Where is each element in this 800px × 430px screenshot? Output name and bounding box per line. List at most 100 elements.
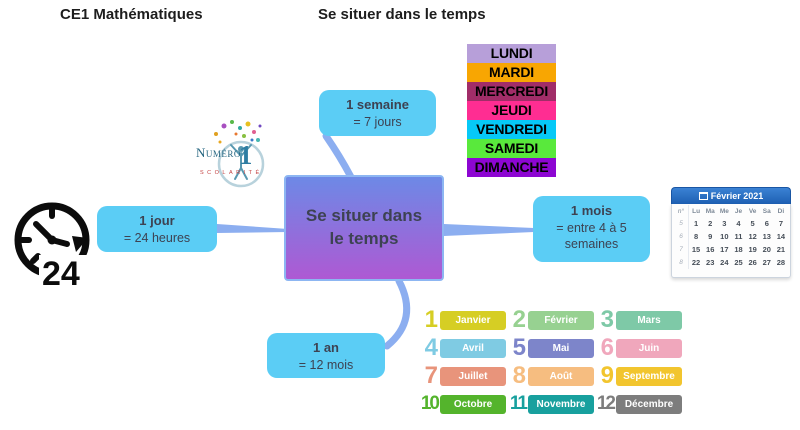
calendar-day: 24 xyxy=(720,258,729,267)
week-number: 7 xyxy=(674,243,689,256)
logo-subtitle: SCOLARITÉ xyxy=(200,170,263,176)
calendar-col-weeknum: n° xyxy=(674,205,689,217)
calendar-day: 17 xyxy=(720,245,729,254)
calendar-day: 8 xyxy=(693,232,699,241)
month-number: 10 xyxy=(420,393,440,414)
month-number: 1 xyxy=(424,306,438,333)
clock-24-label: 24 xyxy=(42,255,80,288)
week-number: 6 xyxy=(674,230,689,243)
week-number: 8 xyxy=(674,256,689,269)
numero1-logo: Numéro1 SCOLARITÉ xyxy=(196,116,288,194)
branch-an: 1 an = 12 mois xyxy=(267,333,385,378)
calendar-day: 27 xyxy=(762,258,771,267)
weekday-dimanche: DIMANCHE xyxy=(467,158,556,177)
calendar-day: 11 xyxy=(734,232,743,241)
calendar-day: 12 xyxy=(748,232,757,241)
month-number: 6 xyxy=(600,334,614,361)
month-label: Avril xyxy=(440,338,506,358)
course-heading: CE1 Mathématiques xyxy=(60,6,203,23)
connector-an xyxy=(383,277,411,350)
month-number: 12 xyxy=(596,393,616,414)
logo-name: Numéro xyxy=(196,145,241,160)
branch-jour-value: = 24 heures xyxy=(123,231,191,245)
calendar-day: 23 xyxy=(706,258,715,267)
central-topic: Se situer dans le temps xyxy=(284,175,444,281)
calendar-col-lu: Lu xyxy=(692,208,701,215)
connector-jour xyxy=(217,224,288,233)
calendar-day: 1 xyxy=(693,219,699,228)
branch-semaine: 1 semaine = 7 jours xyxy=(319,90,436,136)
branch-mois: 1 mois = entre 4 à 5 semaines xyxy=(533,196,650,262)
calendar-day: 13 xyxy=(762,232,771,241)
calendar-day: 15 xyxy=(691,245,701,254)
logo-text: Numéro1 SCOLARITÉ xyxy=(196,140,288,176)
branch-mois-title: 1 mois xyxy=(570,203,613,218)
connector-semaine xyxy=(322,132,355,181)
month-label: Juillet xyxy=(440,366,506,386)
month-label: Octobre xyxy=(440,394,506,414)
calendar-day: 18 xyxy=(734,245,743,254)
month-label: Juin xyxy=(616,338,682,358)
calendar-col-me: Me xyxy=(719,208,729,215)
clock-24h-icon: 24 xyxy=(14,202,95,288)
calendar-day: 19 xyxy=(748,245,757,254)
calendar-day: 21 xyxy=(776,245,786,254)
branch-mois-value: = entre 4 à 5 semaines xyxy=(556,221,627,251)
month-label: Septembre xyxy=(616,366,682,386)
month-label: Février xyxy=(528,310,594,330)
calendar-col-di: Di xyxy=(777,208,785,215)
calendar-day: 6 xyxy=(764,219,769,228)
logo-figure-icon xyxy=(214,120,265,188)
weekday-samedi: SAMEDI xyxy=(467,139,556,158)
branch-jour: 1 jour = 24 heures xyxy=(97,206,217,252)
calendar-day: 5 xyxy=(750,219,755,228)
branch-jour-title: 1 jour xyxy=(139,213,175,228)
month-number: 4 xyxy=(424,334,438,361)
weekday-mardi: MARDI xyxy=(467,63,556,82)
month-number: 9 xyxy=(600,362,614,389)
month-label: Novembre xyxy=(528,394,594,414)
calendar-day: 22 xyxy=(691,258,701,267)
week-number: 5 xyxy=(674,217,689,230)
calendar-day: 20 xyxy=(762,245,771,254)
month-label: Janvier xyxy=(440,310,506,330)
calendar-day: 14 xyxy=(776,232,786,241)
calendar-day: 25 xyxy=(734,258,743,267)
month-number: 11 xyxy=(509,393,528,414)
page-title: Se situer dans le temps xyxy=(318,6,486,23)
branch-an-value: = 12 mois xyxy=(298,358,354,372)
weekday-mercredi: MERCREDI xyxy=(467,82,556,101)
weekday-jeudi: JEUDI xyxy=(467,101,556,120)
calendar-title: Février 2021 xyxy=(710,191,764,201)
month-number: 7 xyxy=(424,362,438,389)
calendar-col-sa: Sa xyxy=(762,208,771,215)
calendar-day: 28 xyxy=(776,258,786,267)
month-number: 5 xyxy=(512,334,526,361)
month-label: Août xyxy=(528,366,594,386)
branch-an-title: 1 an xyxy=(312,340,339,355)
month-number: 2 xyxy=(512,306,526,333)
calendar-icon xyxy=(698,192,708,200)
calendar-header: Février 2021 xyxy=(671,187,791,204)
month-label: Décembre xyxy=(616,394,682,414)
calendar-day: 9 xyxy=(708,232,713,241)
month-number: 8 xyxy=(512,362,526,389)
logo-number: 1 xyxy=(238,140,253,170)
calendar-day: 16 xyxy=(706,245,715,254)
month-label: Mai xyxy=(528,338,594,358)
calendar-day: 26 xyxy=(748,258,757,267)
